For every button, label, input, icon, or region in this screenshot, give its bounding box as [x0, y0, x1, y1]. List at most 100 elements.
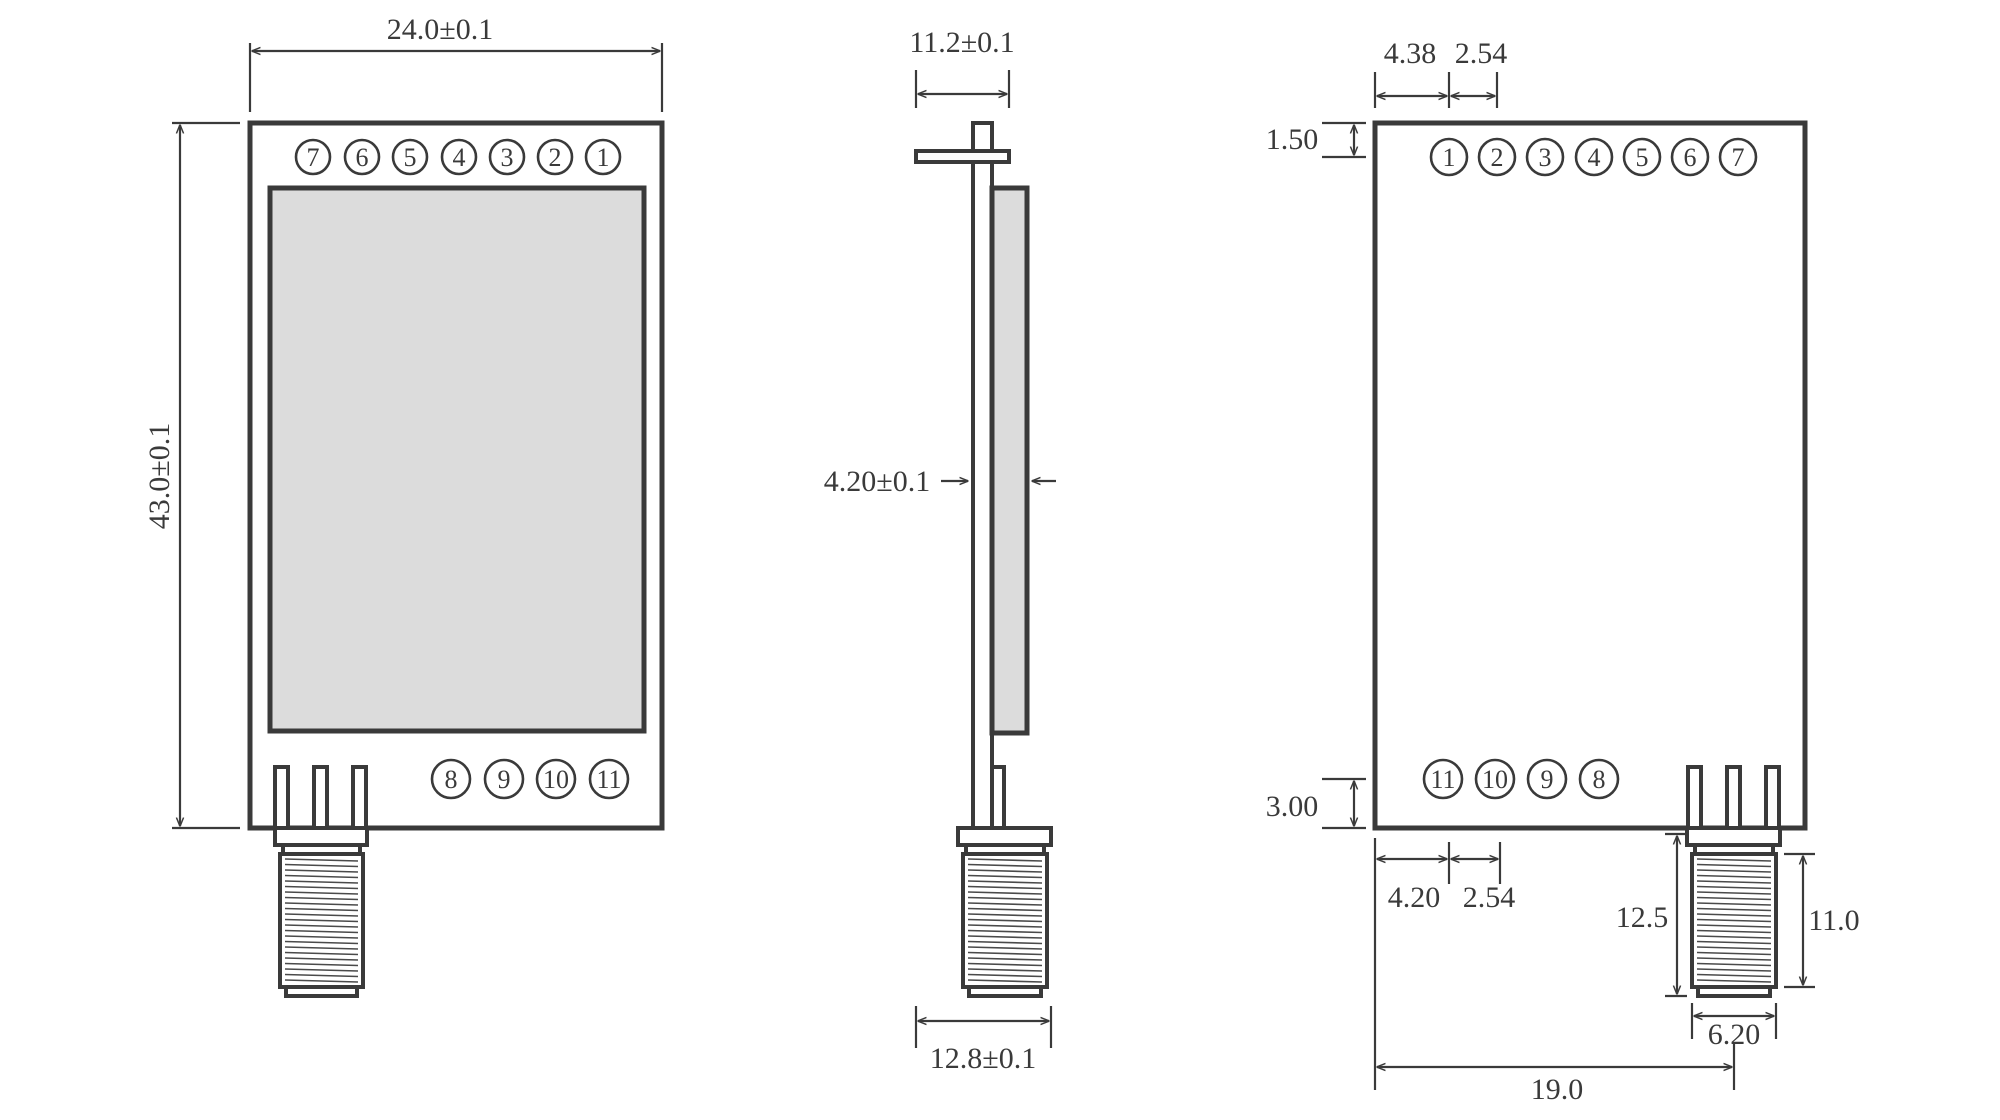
thread-line: [284, 973, 359, 978]
back-thread-length-label: 11.0: [1808, 904, 1859, 937]
pin-marker: 4: [1574, 137, 1614, 177]
side-sma-connector: [956, 826, 1053, 998]
thread-line: [1696, 940, 1772, 945]
thread-line: [967, 880, 1043, 884]
pin-marker: 9: [1526, 758, 1568, 800]
pin-marker: 8: [430, 758, 472, 800]
front-width-label: 24.0±0.1: [387, 13, 493, 46]
thread-line: [967, 858, 1043, 862]
pin-number: 11: [1430, 765, 1455, 794]
pin-number: 10: [1482, 765, 1508, 794]
thread-line: [284, 858, 359, 862]
thread-line: [967, 869, 1043, 873]
pin-marker: 6: [343, 138, 381, 176]
back-pin-pitch-top-label: 2.54: [1455, 37, 1508, 70]
thread-line: [1696, 918, 1772, 923]
thread-line: [1696, 891, 1772, 895]
pin-marker: 9: [483, 758, 525, 800]
side-pcb-edge: [971, 121, 994, 830]
thread-line: [284, 880, 359, 884]
thread-line: [967, 874, 1043, 879]
side-top-width-dimension: 11.2±0.1: [909, 26, 1015, 108]
thread-line: [967, 935, 1043, 939]
thread-line: [1696, 863, 1772, 868]
thread-line: [284, 907, 359, 912]
front-width-dimension: 24.0±0.1: [248, 13, 664, 112]
pin-marker: 1: [584, 138, 622, 176]
thread-line: [967, 863, 1043, 868]
thread-line: [967, 973, 1043, 978]
thread-line: [1696, 957, 1772, 961]
back-sma-connector: [1685, 765, 1782, 998]
back-bottom-pin-row: 11 10 9 8: [1422, 758, 1620, 800]
pin-number: 3: [1539, 143, 1552, 172]
side-pin-header: [914, 149, 1011, 164]
thread-line: [284, 968, 359, 972]
thread-line: [967, 902, 1043, 906]
pin-number: 10: [543, 765, 569, 794]
thread-line: [1696, 929, 1772, 934]
back-pin-pitch-bottom-label: 2.54: [1463, 881, 1516, 914]
pin-marker: 5: [1622, 137, 1662, 177]
pin-marker: 2: [1477, 137, 1517, 177]
pin-marker: 7: [1718, 137, 1758, 177]
side-thickness-dimension: 4.20±0.1: [824, 465, 1056, 498]
thread-line: [967, 979, 1043, 983]
thread-line: [1696, 968, 1772, 972]
pin-number: 4: [1588, 143, 1601, 172]
thread-line: [284, 935, 359, 939]
thread-line: [967, 929, 1043, 934]
pin-marker: 11: [588, 758, 630, 800]
pin-number: 5: [404, 143, 417, 172]
thread-line: [284, 891, 359, 895]
pin-marker: 6: [1670, 137, 1710, 177]
thread-line: [284, 962, 359, 967]
thread-line: [1696, 951, 1772, 956]
thread-line: [1696, 913, 1772, 917]
thread-line: [967, 968, 1043, 972]
thread-line: [967, 946, 1043, 950]
pin-number: 3: [501, 143, 514, 172]
thread-hatching: [284, 858, 359, 983]
front-bottom-pin-row: 8 9 10 11: [430, 758, 630, 800]
front-height-label: 43.0±0.1: [143, 423, 176, 529]
back-top-margin-dimension: 1.50: [1266, 121, 1366, 159]
thread-line: [284, 918, 359, 923]
back-pin-pitch-top-dimension: 2.54: [1451, 37, 1507, 108]
pin-number: 2: [1491, 143, 1504, 172]
pin-number: 2: [549, 143, 562, 172]
thread-line: [284, 885, 359, 890]
pin-number: 9: [1541, 765, 1554, 794]
pin-marker: 2: [536, 138, 574, 176]
side-bottom-width-dimension: 12.8±0.1: [914, 1006, 1053, 1075]
thread-line: [1696, 946, 1772, 950]
back-pin11-offset-dimension: 4.20: [1373, 838, 1451, 1090]
back-pcb-outline: [1372, 120, 1808, 831]
thread-line: [1696, 896, 1772, 901]
thread-line: [284, 940, 359, 945]
pin-number: 8: [445, 765, 458, 794]
pin-marker: 3: [488, 138, 526, 176]
thread-line: [967, 918, 1043, 923]
thread-line: [284, 913, 359, 917]
back-pin11-offset-label: 4.20: [1388, 881, 1441, 914]
thread-line: [284, 874, 359, 879]
back-top-pin-row: 1 2 3 4 5 6 7: [1429, 137, 1758, 177]
thread-line: [284, 902, 359, 906]
side-shield-can: [989, 185, 1030, 736]
side-top-width-label: 11.2±0.1: [909, 26, 1014, 59]
thread-line: [1696, 902, 1772, 906]
front-top-pin-row: 7 6 5 4 3 2 1: [294, 138, 622, 176]
thread-line: [1696, 858, 1772, 862]
thread-line: [284, 929, 359, 934]
side-thickness-label: 4.20±0.1: [824, 465, 930, 498]
thread-line: [967, 924, 1043, 928]
side-rf-pin: [990, 765, 1006, 830]
thread-line: [1696, 869, 1772, 873]
thread-line: [967, 951, 1043, 956]
thread-line: [284, 957, 359, 961]
thread-hatching: [1696, 858, 1772, 983]
thread-line: [284, 869, 359, 873]
pin-marker: 1: [1429, 137, 1469, 177]
